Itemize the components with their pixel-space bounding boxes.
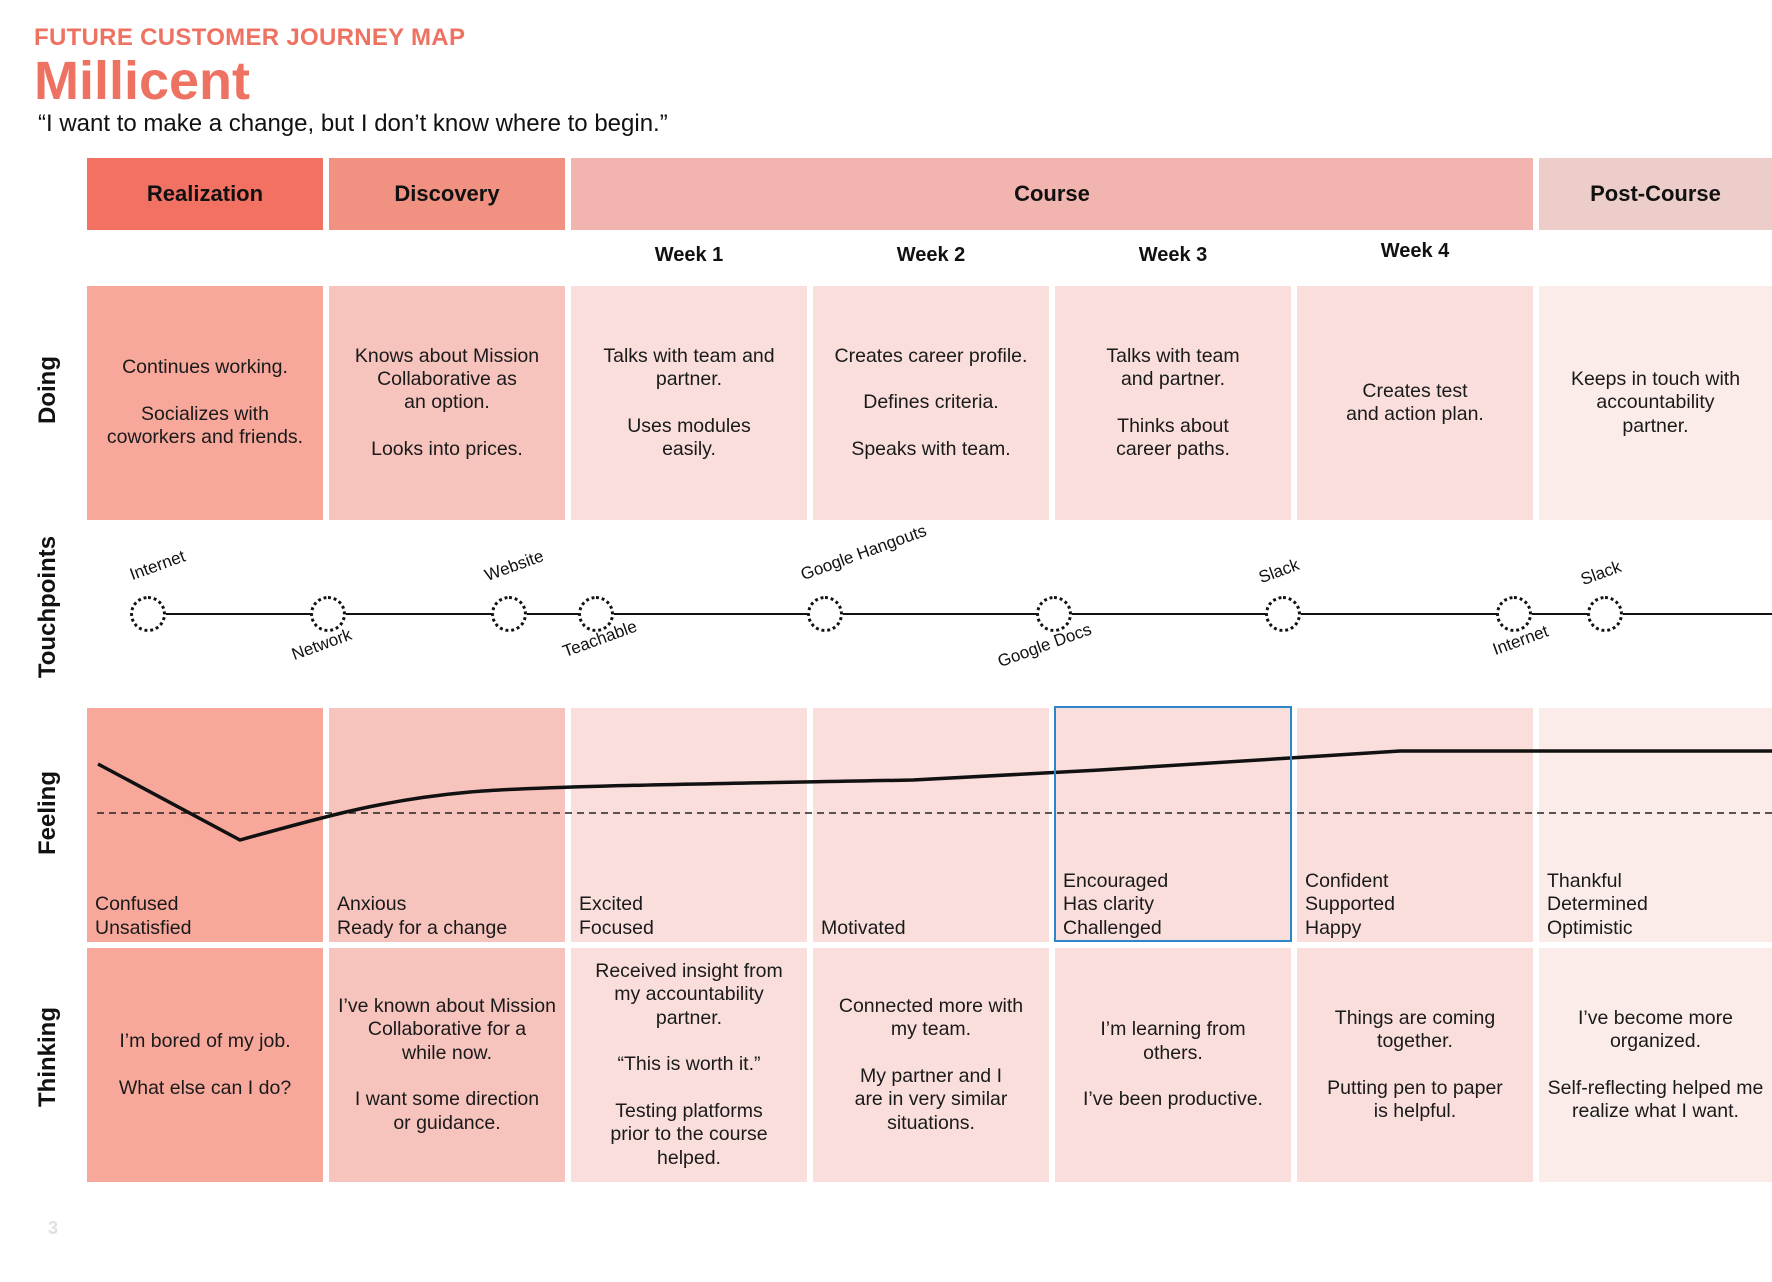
touchpoint-marker (1496, 596, 1532, 632)
thinking-cell: I’m bored of my job. What else can I do? (87, 948, 323, 1182)
feeling-cell: Anxious Ready for a change (329, 708, 565, 942)
feeling-cell: Confident Supported Happy (1297, 708, 1533, 942)
week-4-header: Week 4 (1380, 240, 1450, 262)
phase-post-course: Post-Course (1539, 158, 1772, 230)
feeling-cell: Excited Focused (571, 708, 807, 942)
phase-course: Course (571, 158, 1533, 230)
persona-name: Millicent (34, 51, 251, 111)
feeling-cell: Confused Unsatisfied (87, 708, 323, 942)
touchpoint-marker (1036, 596, 1072, 632)
thinking-cell: I’ve known about Mission Collaborative f… (329, 948, 565, 1182)
doing-cell: Creates career profile. Defines criteria… (813, 286, 1049, 520)
doing-cell: Knows about Mission Collaborative as an … (329, 286, 565, 520)
emotion-curve (97, 749, 1772, 842)
phase-discovery: Discovery (329, 158, 565, 230)
map-kicker: FUTURE CUSTOMER JOURNEY MAP (34, 24, 466, 51)
doing-cell: Talks with team and partner. Thinks abou… (1055, 286, 1291, 520)
thinking-cell: Things are coming together. Putting pen … (1297, 948, 1533, 1182)
persona-quote: “I want to make a change, but I don’t kn… (38, 110, 668, 137)
feeling-cell: Thankful Determined Optimistic (1539, 708, 1772, 942)
touchpoint-marker (578, 596, 614, 632)
touchpoint-marker (130, 596, 166, 632)
doing-cell: Keeps in touch with accountability partn… (1539, 286, 1772, 520)
feeling-cell: Motivated (813, 708, 1049, 942)
doing-cell: Continues working. Socializes with cowor… (87, 286, 323, 520)
touchpoint-marker (310, 596, 346, 632)
week-3-header: Week 3 (1138, 244, 1208, 266)
touchpoint-marker (491, 596, 527, 632)
week-1-header: Week 1 (654, 244, 724, 266)
week-2-header: Week 2 (896, 244, 966, 266)
doing-cell: Talks with team and partner. Uses module… (571, 286, 807, 520)
feeling-cell: Encouraged Has clarity Challenged (1055, 708, 1291, 942)
thinking-cell: I’m learning from others. I’ve been prod… (1055, 948, 1291, 1182)
thinking-cell: Connected more with my team. My partner … (813, 948, 1049, 1182)
touchpoint-marker (1587, 596, 1623, 632)
touchpoint-marker (1265, 596, 1301, 632)
feeling-highlight-box (1054, 706, 1292, 942)
touchpoint-marker (807, 596, 843, 632)
thinking-cell: I’ve become more organized. Self-reflect… (1539, 948, 1772, 1182)
doing-cell: Creates test and action plan. (1297, 286, 1533, 520)
thinking-cell: Received insight from my accountability … (571, 948, 807, 1182)
page-number: 3 (48, 1218, 59, 1238)
phase-realization: Realization (87, 158, 323, 230)
